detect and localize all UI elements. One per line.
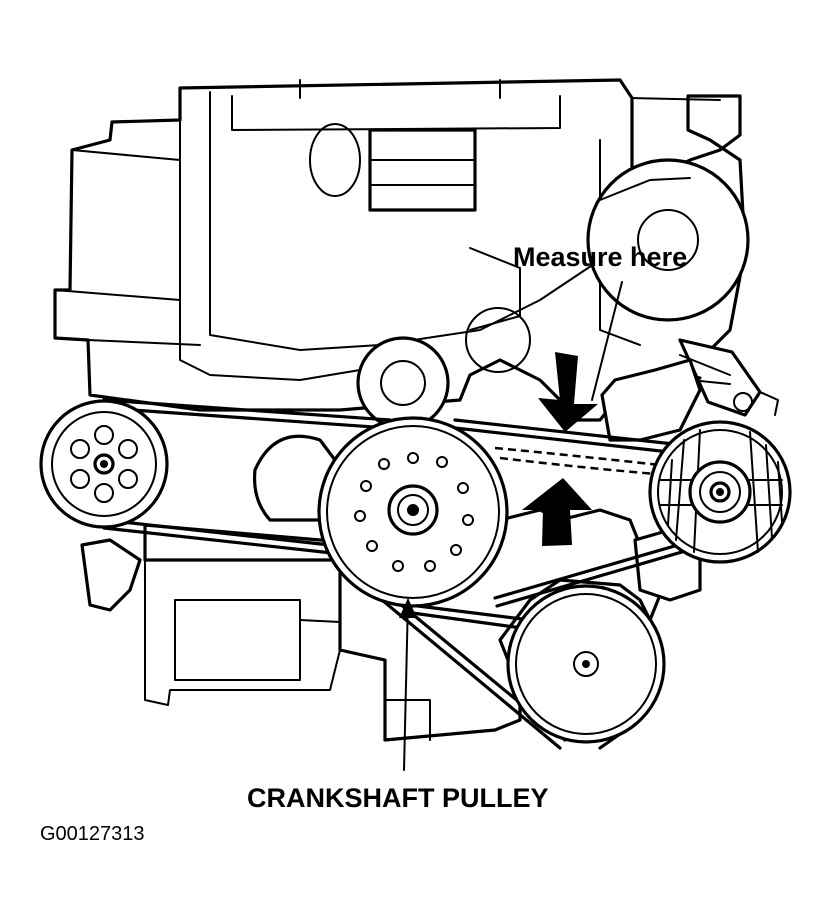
pulley-leader-arrow — [399, 598, 417, 618]
pulley-label: CRANKSHAFT PULLEY — [247, 783, 549, 813]
down-arrow-icon — [538, 352, 598, 432]
alternator-pulley — [648, 420, 792, 564]
idler-pulley-center — [252, 434, 337, 522]
pulley-leader-line — [403, 599, 409, 771]
measure-label: Measure here — [513, 242, 687, 272]
figure-code: G00127313 — [40, 823, 145, 845]
measure-leader-line — [591, 281, 623, 401]
engine-block — [53, 78, 779, 442]
up-arrow-icon — [522, 478, 592, 546]
lower-accessory-pulley — [506, 584, 666, 744]
lower-block — [80, 508, 702, 742]
water-pump-pulley — [39, 399, 169, 529]
crankshaft-pulley — [317, 416, 509, 608]
